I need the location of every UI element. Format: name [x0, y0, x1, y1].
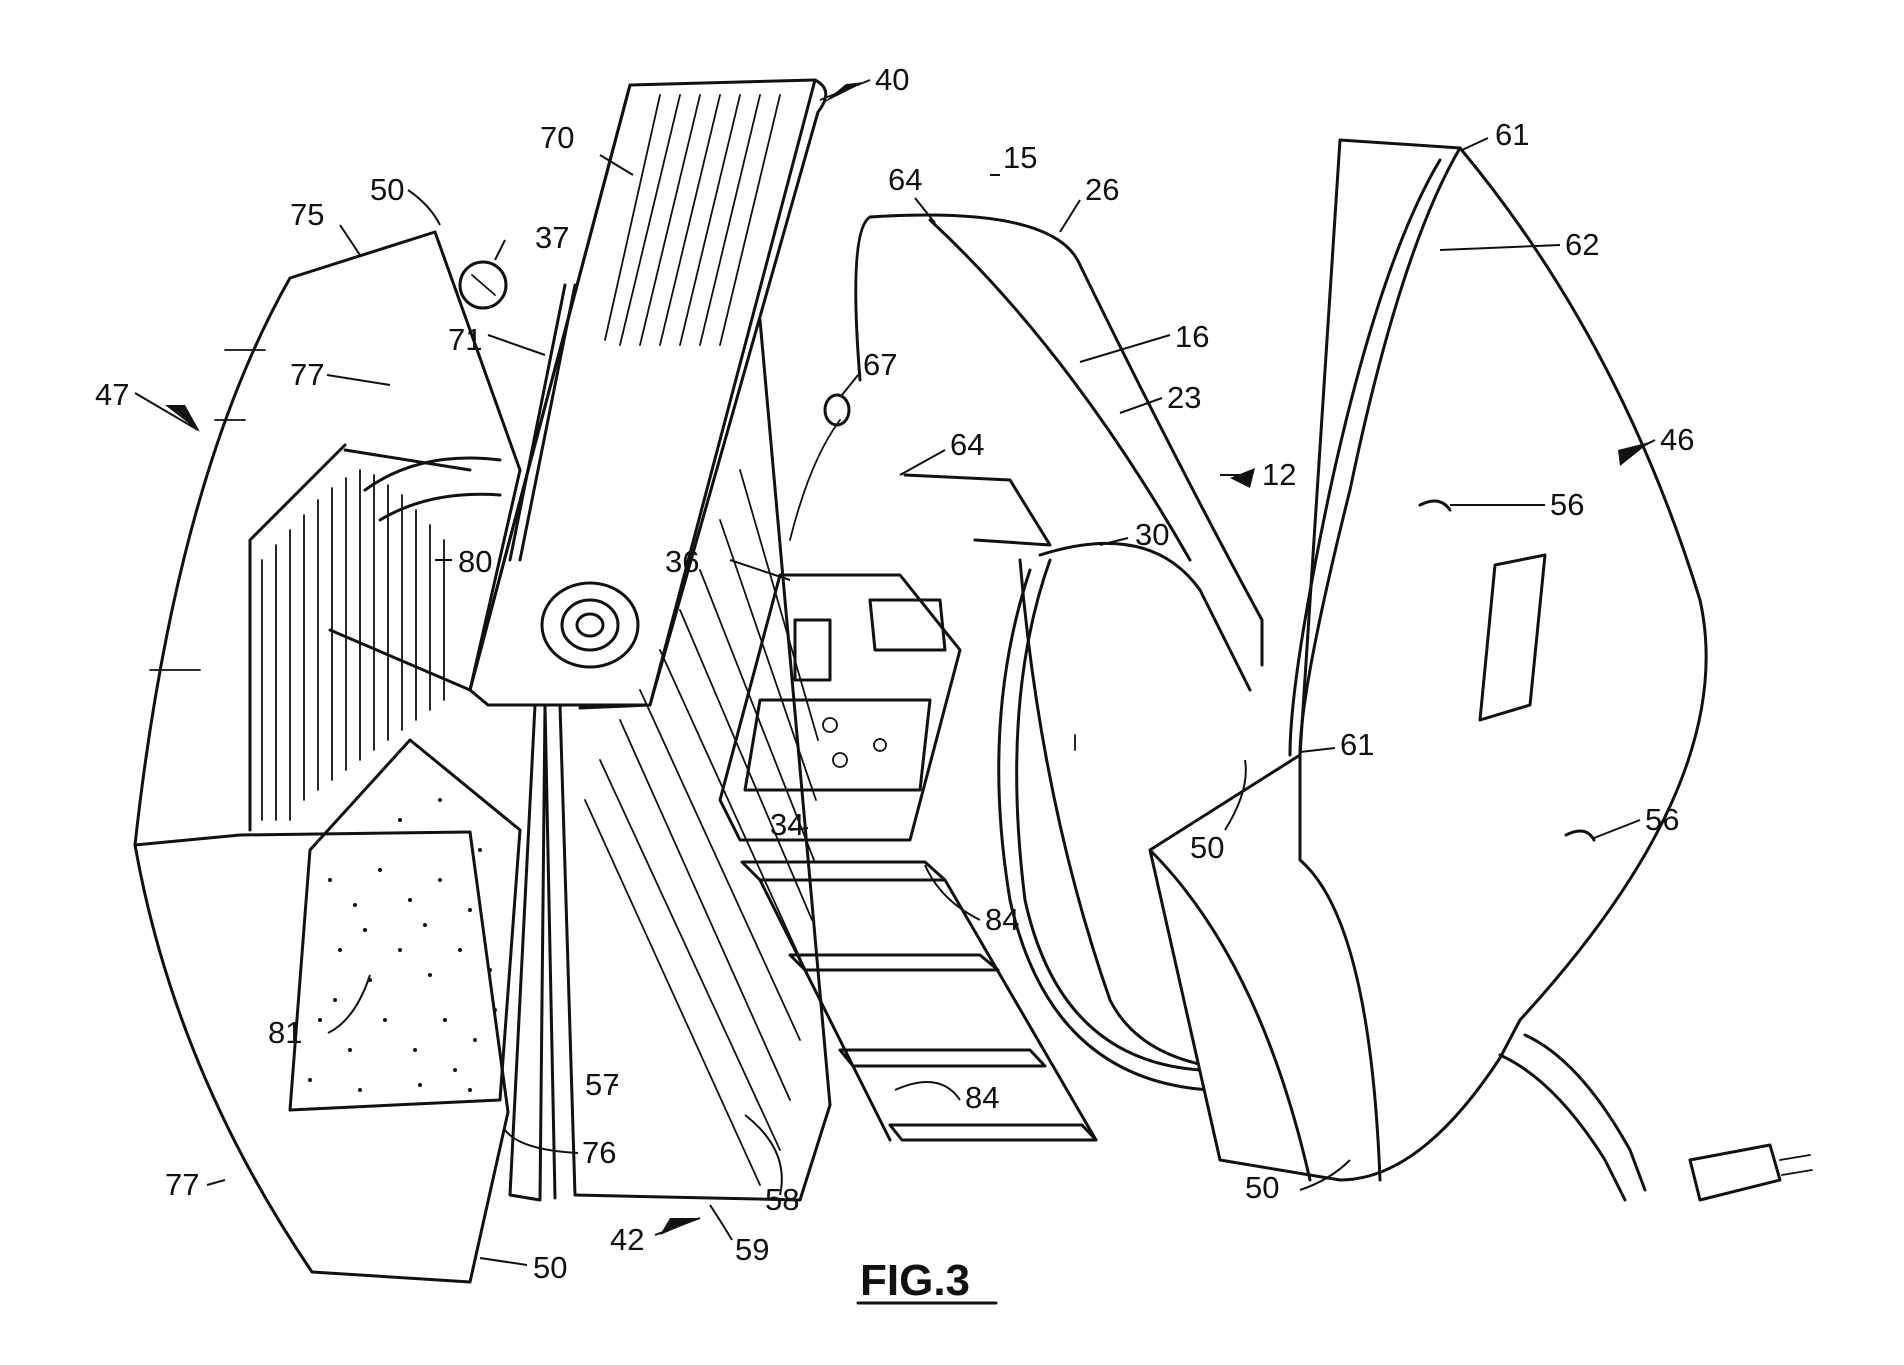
label-50: 50 — [533, 1250, 567, 1285]
label-59: 59 — [735, 1232, 769, 1267]
figure-caption: FIG.3 — [860, 1256, 970, 1305]
label-77: 77 — [290, 357, 324, 392]
grill-panel-40 — [470, 80, 826, 705]
label-64: 64 — [888, 162, 922, 197]
label-84: 84 — [965, 1080, 999, 1115]
label-30: 30 — [1135, 517, 1169, 552]
label-50: 50 — [370, 172, 404, 207]
label-40: 40 — [875, 62, 909, 97]
label-64: 64 — [950, 427, 984, 462]
front-housing-47 — [135, 232, 520, 1282]
label-16: 16 — [1175, 319, 1209, 354]
label-34: 34 — [770, 807, 804, 842]
label-77: 77 — [165, 1167, 199, 1202]
label-42: 42 — [610, 1222, 644, 1257]
support-rails-84 — [742, 862, 1096, 1140]
label-81: 81 — [268, 1015, 302, 1050]
label-15: 15 — [1003, 140, 1037, 175]
label-50: 50 — [1190, 830, 1224, 865]
label-76: 76 — [582, 1135, 616, 1170]
label-47: 47 — [95, 377, 129, 412]
label-37: 37 — [535, 220, 569, 255]
label-26: 26 — [1085, 172, 1119, 207]
label-84: 84 — [985, 902, 1019, 937]
label-70: 70 — [540, 120, 574, 155]
label-57: 57 — [585, 1067, 619, 1102]
label-62: 62 — [1565, 227, 1599, 262]
label-80: 80 — [458, 544, 492, 579]
label-61: 61 — [1340, 727, 1374, 762]
label-50: 50 — [1245, 1170, 1279, 1205]
label-46: 46 — [1660, 422, 1694, 457]
label-12: 12 — [1262, 457, 1296, 492]
control-board-34 — [720, 575, 960, 840]
rear-housing-46 — [1150, 140, 1812, 1200]
label-56: 56 — [1550, 487, 1584, 522]
knob-37 — [460, 262, 506, 308]
label-61: 61 — [1495, 117, 1529, 152]
label-23: 23 — [1167, 380, 1201, 415]
label-71: 71 — [448, 322, 482, 357]
label-56: 56 — [1645, 802, 1679, 837]
label-75: 75 — [290, 197, 324, 232]
label-58: 58 — [765, 1182, 799, 1217]
label-36: 36 — [665, 544, 699, 579]
foam-prefilter-81 — [308, 798, 497, 1092]
filter-fins — [262, 470, 444, 820]
label-67: 67 — [863, 347, 897, 382]
